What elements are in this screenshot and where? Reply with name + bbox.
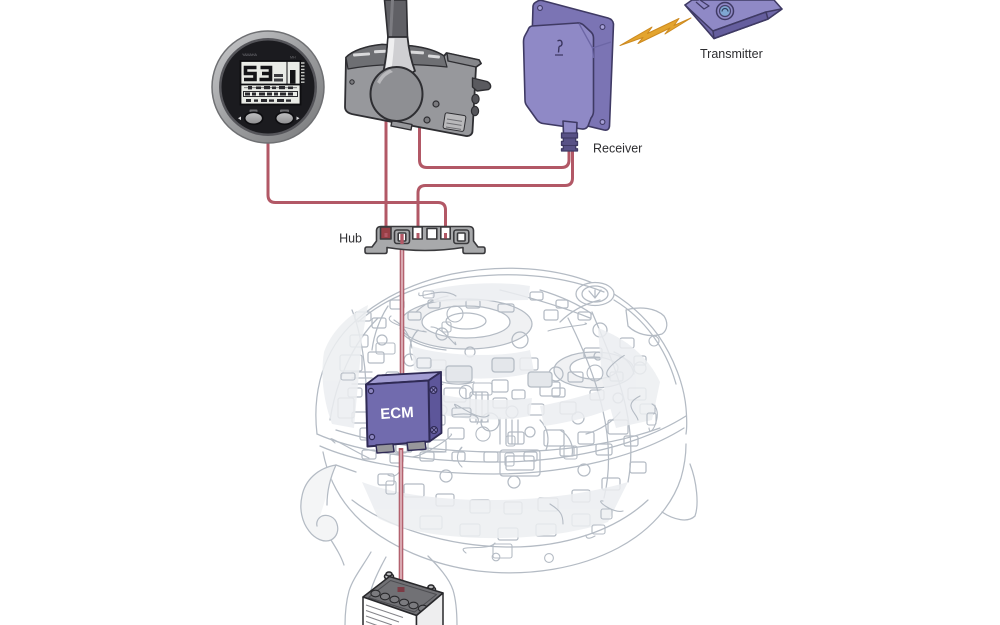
svg-text:Receiver: Receiver xyxy=(593,142,642,156)
svg-text:YAMAHA: YAMAHA xyxy=(242,53,258,57)
svg-text:Hub: Hub xyxy=(339,232,362,246)
svg-text:ECM: ECM xyxy=(380,404,414,423)
svg-text:Transmitter: Transmitter xyxy=(700,47,763,61)
svg-text:MH: MH xyxy=(290,56,296,60)
